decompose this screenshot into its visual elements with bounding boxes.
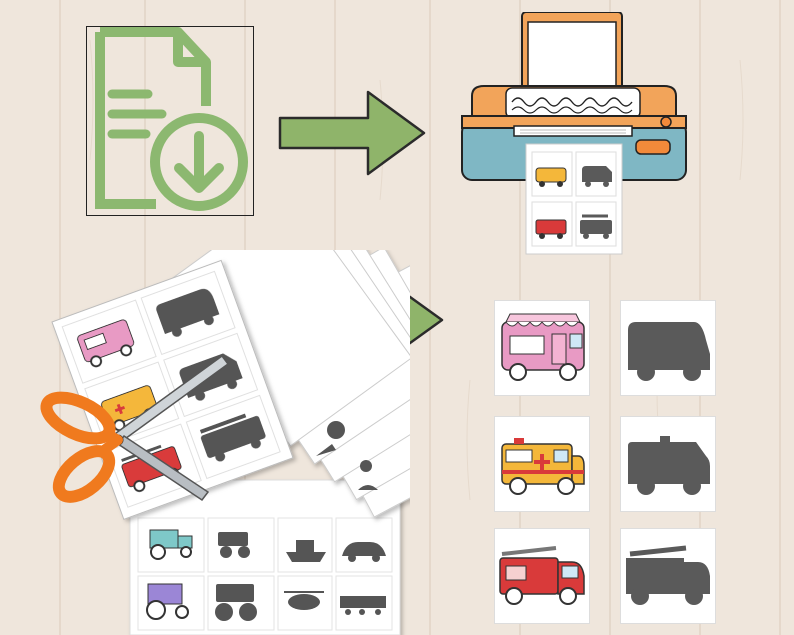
card-food-truck <box>494 300 590 396</box>
card-ambulance <box>494 416 590 512</box>
tractor-icon <box>149 529 193 560</box>
arrow-right-icon <box>278 90 426 176</box>
scissors-icon <box>40 354 230 503</box>
card-ambulance-silhouette <box>620 416 716 512</box>
card-van-silhouette <box>620 300 716 396</box>
card-fire-truck <box>494 528 590 624</box>
printer-icon <box>461 12 687 255</box>
card-fire-truck-silhouette <box>620 528 716 624</box>
download-document-icon <box>86 26 254 216</box>
